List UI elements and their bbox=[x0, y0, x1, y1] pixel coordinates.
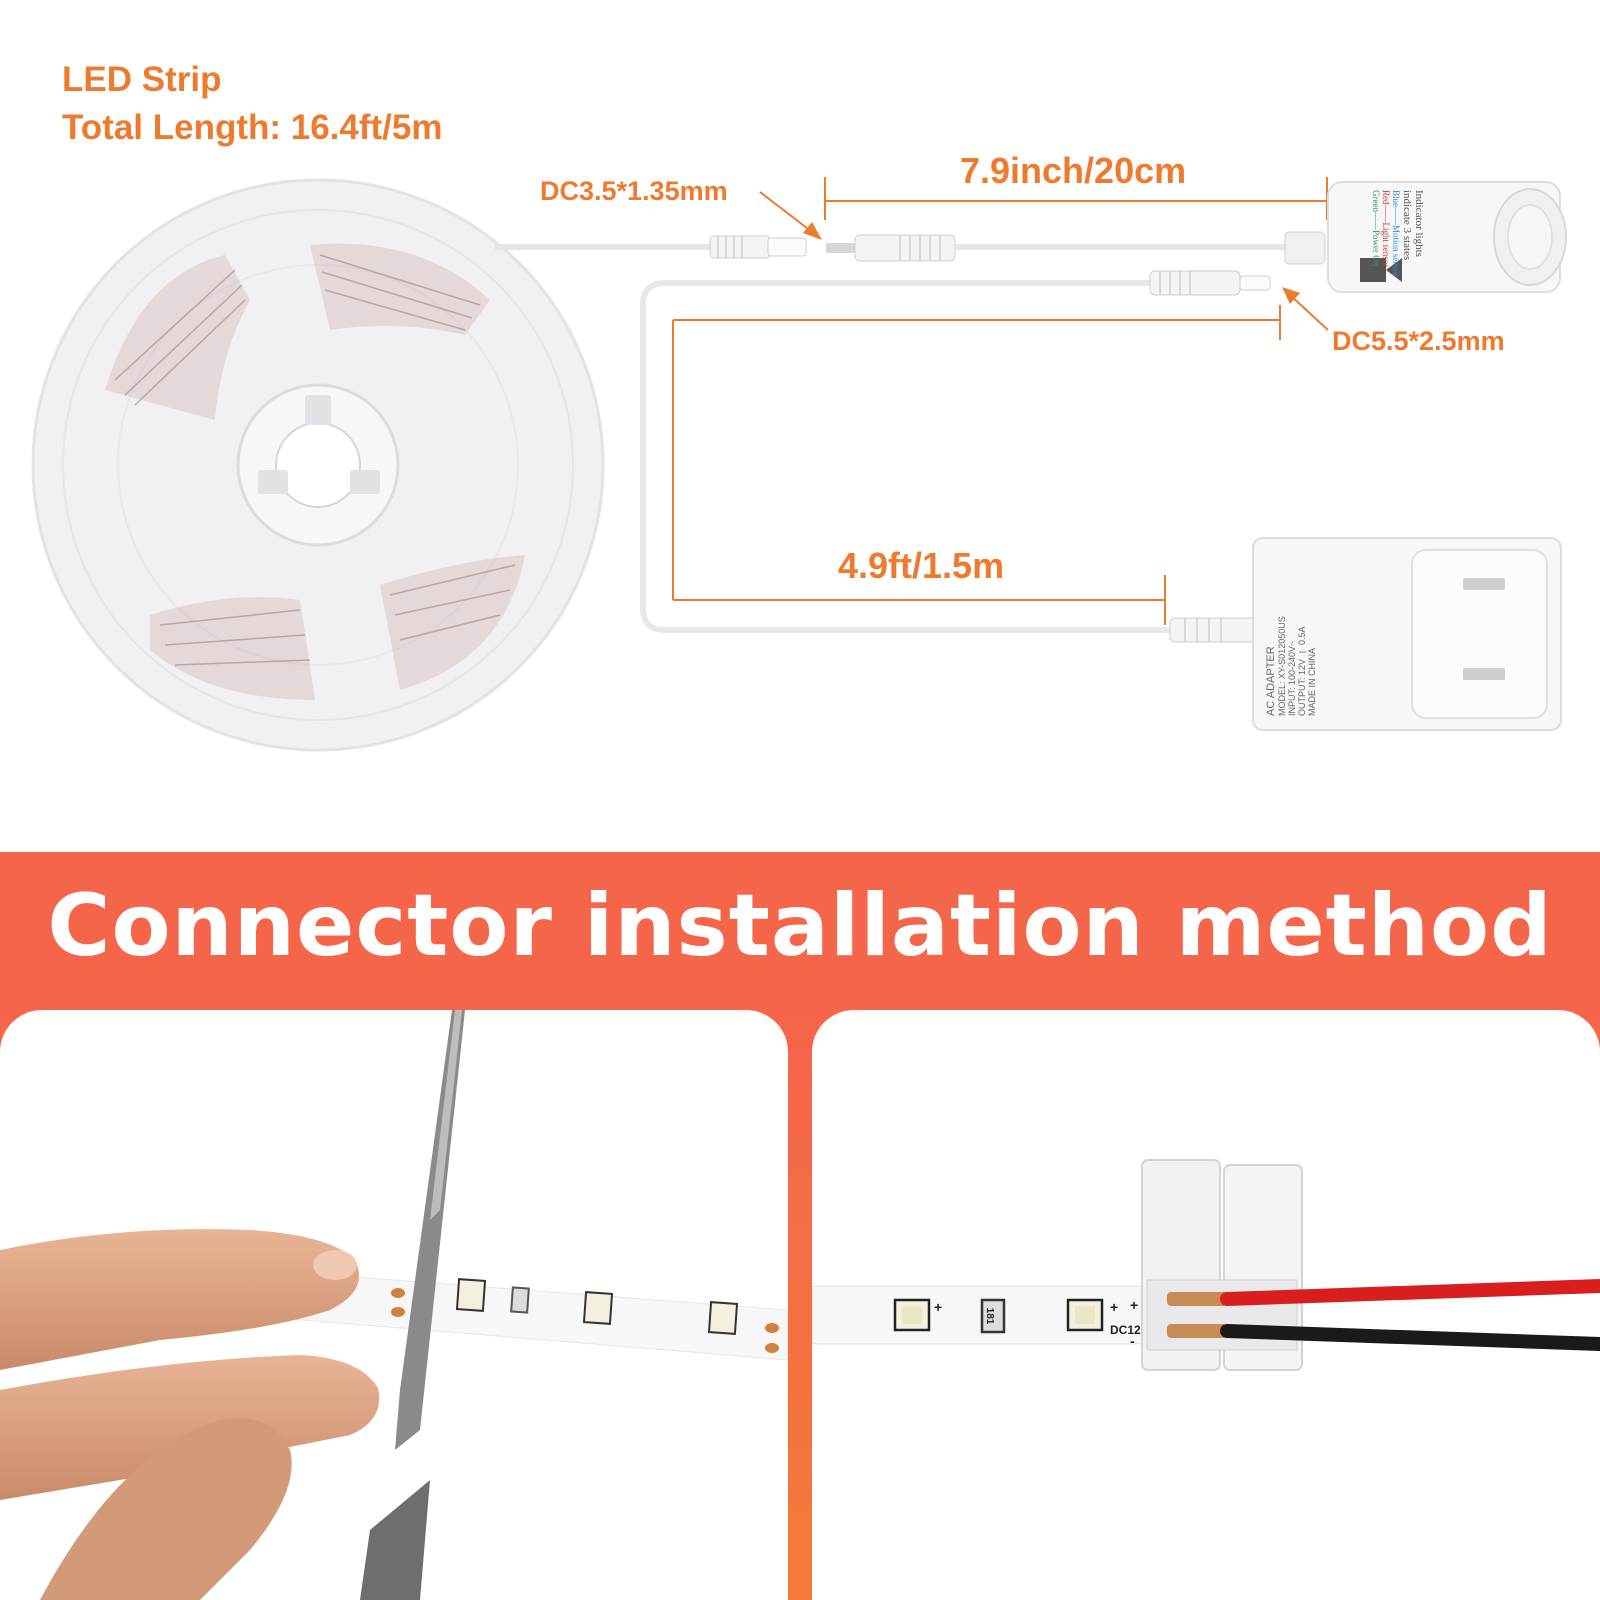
motion-sensor bbox=[1327, 181, 1567, 293]
sensor-cable-length: 7.9inch/20cm bbox=[960, 150, 1187, 191]
adapter-label-line1: AC ADAPTER bbox=[1265, 646, 1277, 716]
diagram-graphics bbox=[31, 177, 1567, 752]
connector-illustration: + 181 + DC12V + - bbox=[812, 1159, 1600, 1371]
sensor-label-blue: Blue——Motion sensor bbox=[1391, 190, 1401, 277]
sensor-label: Indicator lights indicate 3 states Blue—… bbox=[1335, 190, 1425, 288]
adapter-cable-dimension bbox=[672, 305, 1281, 625]
adapter-strain-relief bbox=[1169, 617, 1256, 643]
total-length: Total Length: 16.4ft/5m bbox=[62, 108, 443, 147]
hand bbox=[0, 1229, 380, 1600]
sensor-label-green: Green——Power On bbox=[1371, 190, 1381, 267]
reel-cable bbox=[495, 235, 807, 259]
dc55-jack bbox=[1149, 270, 1271, 296]
led-strip-right: + 181 + DC12V + - bbox=[812, 1285, 1173, 1349]
dc55-pointer bbox=[1282, 287, 1329, 331]
sensor-cable bbox=[826, 231, 1326, 265]
strip-plus-3: + bbox=[1130, 1297, 1138, 1313]
power-adapter bbox=[1252, 537, 1562, 731]
sensor-label-line2: indicate 3 states bbox=[1401, 190, 1413, 261]
product-title: LED Strip bbox=[62, 60, 222, 99]
connector-wires bbox=[1220, 1279, 1600, 1351]
sensor-label-red: Red——Light sensor bbox=[1381, 190, 1391, 268]
adapter-label: AC ADAPTER MODEL: XY-S012050US INPUT: 10… bbox=[1265, 556, 1317, 716]
strip-plus-2: + bbox=[1110, 1299, 1118, 1315]
adapter-cable bbox=[640, 280, 1170, 633]
section-title: Connector installation method bbox=[47, 876, 1553, 976]
adapter-label-line4: OUTPUT: 12V ⎓ 0.5A bbox=[1297, 626, 1307, 716]
strip-voltage: DC12V bbox=[1110, 1323, 1149, 1337]
cutting-illustration bbox=[0, 1010, 788, 1600]
cutting-photo bbox=[0, 1010, 788, 1600]
dc-large-label: DC5.5*2.5mm bbox=[1332, 326, 1505, 356]
scissors bbox=[360, 1010, 465, 1600]
adapter-label-line2: MODEL: XY-S012050US bbox=[1277, 616, 1287, 716]
connector-photo: + 181 + DC12V + - bbox=[812, 1010, 1600, 1600]
sensor-label-line1: Indicator lights bbox=[1413, 190, 1425, 257]
strip-resistor-code: 181 bbox=[984, 1308, 995, 1325]
adapter-label-line5: MADE IN CHINA bbox=[1307, 647, 1317, 716]
strip-plus-1: + bbox=[934, 1299, 942, 1315]
dc-small-label: DC3.5*1.35mm bbox=[540, 176, 728, 206]
led-reel bbox=[31, 178, 605, 752]
strip-connector bbox=[1141, 1159, 1303, 1371]
product-diagram: Indicator lights indicate 3 states Blue—… bbox=[31, 60, 1567, 752]
dc35-pointer bbox=[759, 191, 822, 240]
adapter-label-line3: INPUT: 100-240V~ bbox=[1287, 640, 1297, 716]
section-banner bbox=[0, 852, 1600, 1010]
adapter-cable-length: 4.9ft/1.5m bbox=[838, 545, 1005, 586]
strip-minus: - bbox=[1130, 1333, 1135, 1349]
